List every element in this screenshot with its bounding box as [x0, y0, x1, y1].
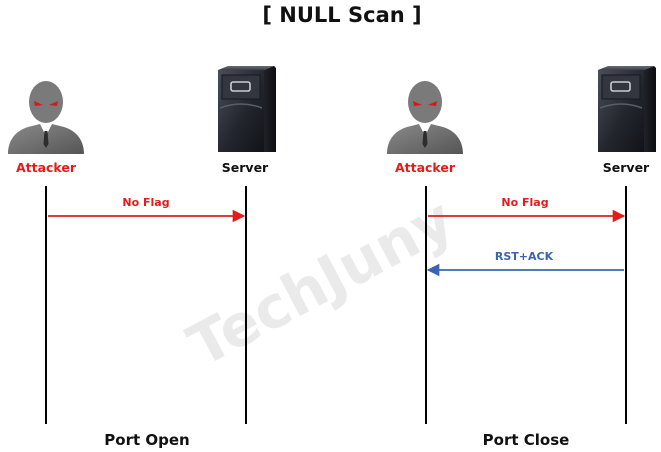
message-label-no-flag: No Flag	[122, 196, 169, 209]
server-tower-icon	[598, 66, 656, 152]
panel-port-close: Attacker Server No Flag RST+ACK Port Clo	[387, 66, 656, 449]
server-label: Server	[222, 160, 269, 175]
caption-port-close: Port Close	[483, 431, 570, 449]
message-label-rst-ack: RST+ACK	[495, 250, 554, 263]
diagram-title: [ NULL Scan ]	[262, 3, 421, 27]
hacker-silhouette-icon	[387, 81, 463, 154]
panel-port-open: Attacker Server No Flag Port Open	[8, 66, 276, 449]
message-label-no-flag: No Flag	[501, 196, 548, 209]
hacker-silhouette-icon	[8, 81, 84, 154]
attacker-label: Attacker	[395, 160, 456, 175]
server-tower-icon	[218, 66, 276, 152]
server-label: Server	[603, 160, 650, 175]
caption-port-open: Port Open	[104, 431, 189, 449]
watermark-text: TechJuny	[177, 185, 464, 381]
attacker-label: Attacker	[16, 160, 77, 175]
